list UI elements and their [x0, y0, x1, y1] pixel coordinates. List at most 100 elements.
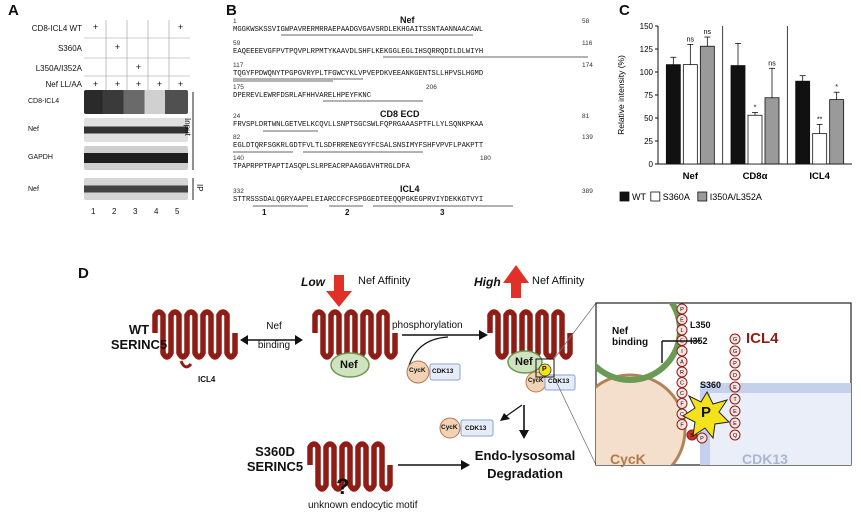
- icl4-region-3: 3: [440, 208, 445, 217]
- serinc5-phosphorylated: [490, 312, 570, 357]
- significance-label: ns: [687, 36, 695, 43]
- legend-swatch: [650, 191, 661, 202]
- ip-label: IP: [195, 184, 204, 192]
- y-tick-label: 75: [644, 91, 653, 100]
- residue-bead: [729, 429, 741, 441]
- y-tick-label: 150: [640, 22, 654, 31]
- lane-3: 3: [133, 207, 138, 216]
- input-label: Input: [183, 118, 192, 136]
- nef-num: 206: [426, 84, 437, 91]
- nef-seq-line: TQGYFPDWQNYTPGPGVRYPLTFGWCYKLVPVEPDKVEEA…: [233, 70, 484, 78]
- icl4-seq-title: ICL4: [400, 184, 420, 194]
- nef-label-right: Nef: [515, 356, 533, 368]
- low-affinity-arrow: [326, 291, 352, 307]
- legend-label: S360A: [663, 192, 690, 202]
- residue-letter: F: [680, 423, 684, 429]
- cdk13-label-2: CDK13: [548, 378, 570, 385]
- low-label: Low: [301, 275, 325, 289]
- degradation-1: Endo-lysosomal: [474, 448, 576, 463]
- bar: [812, 133, 828, 165]
- residue-letter: P: [700, 436, 704, 442]
- residue-letter: P: [733, 361, 737, 367]
- y-tick-label: 50: [644, 114, 653, 123]
- significance-label: *: [754, 104, 757, 111]
- zoom-nef-binding: Nef binding: [612, 326, 648, 348]
- blot-label-nef-input: Nef: [28, 126, 39, 133]
- plus-r4c2: +: [114, 79, 121, 89]
- high-affinity-arrow: [503, 265, 529, 283]
- zoom-p-label: P: [701, 404, 712, 421]
- nef-seq-title: Nef: [400, 15, 415, 25]
- endocytic-motif-label: unknown endocytic motif: [308, 500, 418, 511]
- row-label-nef-llaa: Nef LL/AA: [45, 80, 82, 89]
- nef-binding-label: Nef binding: [254, 321, 294, 351]
- nef-num: 174: [582, 62, 593, 69]
- row-label-s360a: S360A: [57, 44, 82, 53]
- residue-letter: E: [680, 318, 684, 324]
- plus-r2c2: +: [114, 42, 121, 52]
- table-grid: [84, 20, 190, 92]
- category-label: ICL4: [809, 171, 830, 182]
- residue-letter: I: [681, 349, 683, 355]
- plus-r4c4: +: [156, 79, 163, 89]
- nef-num: 58: [582, 18, 590, 25]
- serinc5-s360d: [310, 444, 390, 489]
- zoom-cdk13-bg: [700, 383, 851, 465]
- bar: [730, 65, 746, 165]
- zoom-cyck: [596, 373, 687, 465]
- legend-label: I350A/L352A: [710, 192, 762, 202]
- icl4-loop: [179, 360, 193, 369]
- cyck-label-3: CycK: [441, 424, 458, 431]
- nef-seq-line: DPEREVLEWRFDSRLAFHHVARELHPEYFKNC: [233, 92, 372, 100]
- nef-num: 1: [233, 18, 237, 25]
- residue-letter: C: [680, 381, 684, 387]
- residue-letter: C: [680, 412, 684, 418]
- blot-gapdh: [84, 146, 188, 170]
- blot-label-gapdh: GAPDH: [28, 154, 53, 161]
- cd8-num: 140: [233, 155, 244, 162]
- y-tick-label: 100: [640, 68, 654, 77]
- residue-bead: [729, 345, 741, 357]
- plus-r4c5: +: [177, 79, 184, 89]
- cd8-num: 180: [480, 155, 491, 162]
- zoom-nef-binding-2: binding: [612, 337, 649, 348]
- residue-letter: E: [733, 385, 737, 391]
- cd8-seq-title: CD8 ECD: [380, 109, 420, 119]
- residue-bead: [729, 333, 741, 345]
- plus-r3c3: +: [135, 62, 142, 72]
- plus-r4c1: +: [92, 79, 99, 89]
- nef-affinity-high: Nef Affinity: [532, 275, 585, 287]
- s360d-serinc5-label: S360D SERINC5: [240, 444, 310, 474]
- panel-d-letter: D: [78, 265, 89, 282]
- y-tick-label: 0: [649, 160, 654, 169]
- cdk13-label-3: CDK13: [465, 425, 487, 432]
- residue-letter: G: [733, 349, 737, 355]
- icl4-underlines: [253, 205, 513, 207]
- residue-letter: L: [680, 328, 683, 334]
- nef-seq-line: EAQEEEEVGFPVTPQVPLRPMTYKAAVDLSHFLKEKGGLE…: [233, 48, 484, 56]
- question-mark: ?: [336, 474, 350, 499]
- nef-binding-2: binding: [257, 340, 291, 351]
- cd8-seq-line: TPAPRPPTPAPTIASQPLSLRPEACRPAAGGAVHTRGLDF…: [233, 163, 410, 171]
- residue-letter: E: [733, 409, 737, 415]
- icl4-region-1: 1: [262, 208, 267, 217]
- bar: [764, 97, 780, 165]
- cyck-bubble-3: [439, 417, 461, 439]
- blot-cd8-icl4: [84, 90, 188, 114]
- bar: [665, 64, 681, 165]
- nef-seq-line: MGGKWSKSSVIGWPAVRERMRRAEPAADGVGAVSRDLEKH…: [233, 26, 484, 34]
- serinc5-label: SERINC5: [110, 337, 168, 352]
- residue-letter: G: [733, 337, 737, 343]
- y-axis-label: Relative intensity (%): [616, 55, 626, 135]
- nef-affinity-low: Nef Affinity: [358, 275, 411, 287]
- residue-bead: [729, 369, 741, 381]
- nef-blob: [330, 352, 370, 378]
- plus-r1c5: +: [177, 22, 184, 32]
- row-label-icl4-wt: CD8-ICL4 WT: [31, 24, 82, 33]
- lane-4: 4: [154, 207, 159, 216]
- phosphorylation-label: phosphorylation: [392, 320, 463, 331]
- nef-num: 116: [582, 40, 593, 47]
